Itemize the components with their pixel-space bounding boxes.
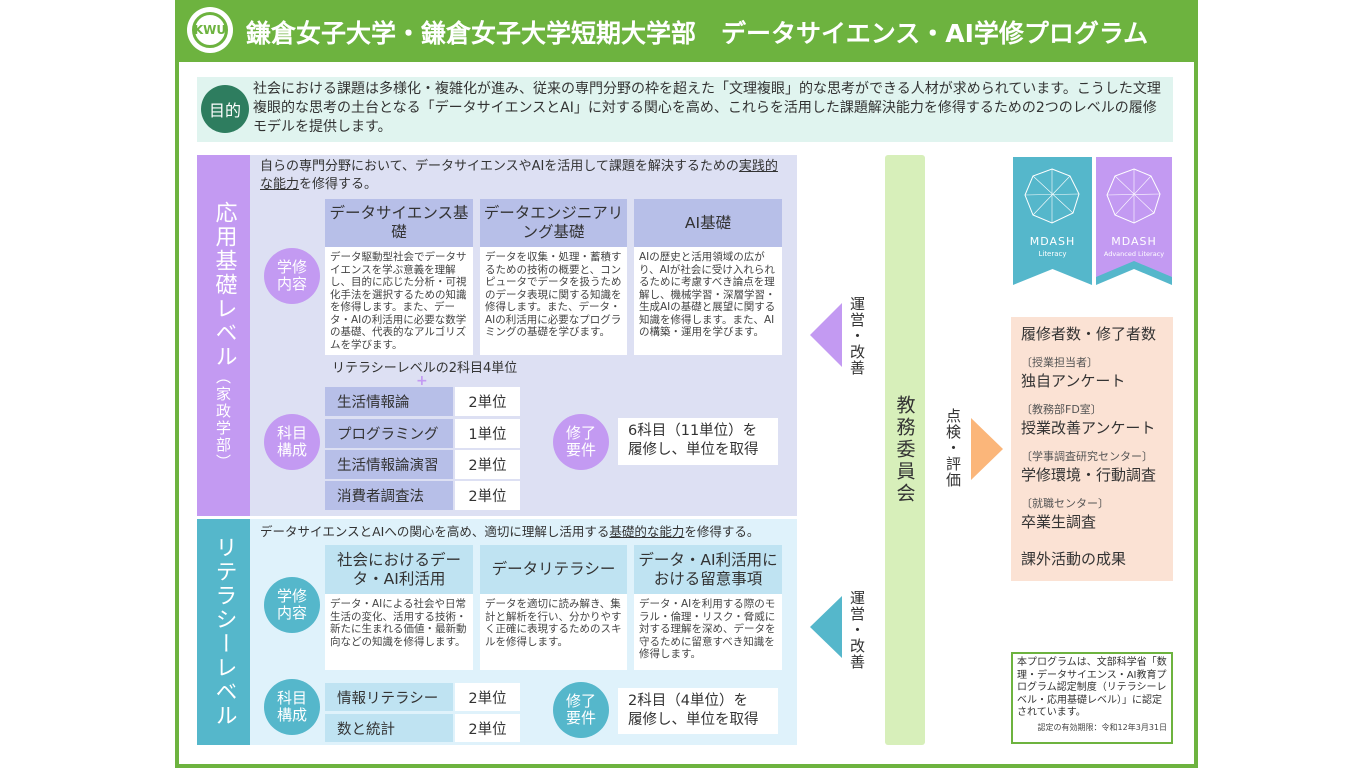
card-body: データ・AIによる社会や日常生活の変化、活用する技術・新たに生まれる価値・最新動…: [325, 594, 473, 670]
note-text: 本プログラムは、文部科学省「数理・データサイエンス・AI教育プログラム認定制度（…: [1017, 657, 1167, 718]
applied-requirement: 6科目（11単位）を履修し、単位を取得: [618, 418, 778, 465]
evaluation-item: 学修環境・行動調査: [1021, 466, 1157, 484]
card-body: AIの歴史と活用領域の広がり、AIが社会に受け入れられるために考慮すべき論点を理…: [634, 247, 782, 355]
evaluation-org: 〔学事調査研究センター〕: [1021, 450, 1153, 463]
applied-lead: 自らの専門分野において、データサイエンスやAIを活用して課題を解決するための実践…: [260, 159, 778, 192]
literacy-lead: データサイエンスとAIへの関心を高め、適切に理解し活用する基礎的な能力を修得する…: [260, 524, 760, 539]
applied-requirement-label: 修了要件: [553, 414, 609, 470]
subject-units: 2単位: [455, 714, 520, 742]
evaluation-org: 〔授業担当者〕: [1021, 356, 1098, 369]
subject-units: 2単位: [455, 481, 520, 510]
improve-arrow-purple-icon: [810, 303, 842, 367]
card-body: データ駆動型社会でデータサイエンスを学ぶ意義を理解し、目的に応じた分析・可視化手…: [325, 247, 473, 355]
mdash-advanced-badge: MDASH Advanced Literacy: [1096, 157, 1172, 285]
card-title: データリテラシー: [480, 545, 627, 594]
card-title: データエンジニアリング基礎: [480, 199, 627, 247]
page-title: 鎌倉女子大学・鎌倉女子大学短期大学部 データサイエンス・AI学修プログラム: [246, 19, 1149, 48]
card-title: データ・AI利活用における留意事項: [634, 545, 782, 594]
evaluation-org: 〔教務部FD室〕: [1021, 403, 1102, 416]
evaluation-item: 卒業生調査: [1021, 513, 1097, 531]
literacy-requirement: 2科目（4単位）を履修し、単位を取得: [618, 688, 778, 734]
committee-bar: 教務委員会: [885, 155, 925, 745]
improve-label-top: 運営・改善: [848, 296, 866, 376]
evaluation-item: 独自アンケート: [1021, 372, 1126, 390]
subject-units: 2単位: [455, 387, 520, 416]
subject-name: 数と統計: [325, 714, 453, 742]
subject-name: 消費者調査法: [325, 481, 453, 510]
plus-icon: +: [416, 373, 428, 389]
literacy-level-title: リテラシーレベル: [197, 519, 250, 745]
subject-name: 生活情報論: [325, 387, 453, 416]
committee-label: 教務委員会: [893, 395, 916, 505]
applied-content-label: 学修内容: [264, 248, 320, 304]
evaluate-label: 点検・評価: [944, 408, 962, 488]
card-title: AI基礎: [634, 199, 782, 247]
subject-name: プログラミング: [325, 419, 453, 448]
evaluation-item: 課外活動の成果: [1021, 550, 1127, 568]
purpose-label: 目的: [201, 85, 249, 133]
evaluate-arrow-icon: [971, 418, 1003, 480]
literacy-subjects-label: 科目構成: [264, 679, 320, 735]
literacy-content-label: 学修内容: [264, 577, 320, 633]
applied-level-title: 応用基礎レベル（家政学部）: [197, 155, 250, 516]
purpose-box: [197, 77, 1173, 142]
applied-subjects-label: 科目構成: [264, 414, 320, 470]
mdash-literacy-badge: MDASH Literacy: [1013, 157, 1092, 285]
evaluation-item: 授業改善アンケート: [1021, 419, 1156, 437]
subject-units: 1単位: [455, 419, 520, 448]
evaluation-org: 〔就職センター〕: [1021, 497, 1109, 510]
evaluation-item: 履修者数・修了者数: [1021, 325, 1157, 343]
subject-units: 2単位: [455, 450, 520, 479]
evaluation-list: 履修者数・修了者数 〔授業担当者〕 独自アンケート 〔教務部FD室〕 授業改善ア…: [1011, 317, 1173, 581]
card-body: データを適切に読み解き、集計と解析を行い、分かりやすく正確に表現するためのスキル…: [480, 594, 627, 670]
note-expiry: 認定の有効期限：令和12年3月31日: [1037, 722, 1167, 732]
card-body: データを収集・処理・蓄積するための技術の概要と、コンピュータでデータを扱うための…: [480, 247, 627, 355]
applied-dept: （家政学部）: [214, 368, 232, 471]
university-logo: KWU: [187, 7, 233, 53]
improve-label-bottom: 運営・改善: [848, 590, 866, 670]
prerequisite-note: リテラシーレベルの2科目4単位: [332, 361, 518, 376]
applied-title-text: 応用基礎レベル: [211, 200, 237, 369]
card-title: 社会におけるデータ・AI利活用: [325, 545, 473, 594]
subject-name: 生活情報論演習: [325, 450, 453, 479]
literacy-requirement-label: 修了要件: [553, 682, 609, 738]
purpose-text: 社会における課題は多様化・複雑化が進み、従来の専門分野の枠を超えた「文理複眼」的…: [253, 81, 1161, 135]
improve-arrow-teal-icon: [810, 596, 842, 658]
subject-name: 情報リテラシー: [325, 683, 453, 711]
subject-units: 2単位: [455, 683, 520, 711]
card-body: データ・AIを利用する際のモラル・倫理・リスク・脅威に対する理解を深め、データを…: [634, 594, 782, 670]
certification-note: 本プログラムは、文部科学省「数理・データサイエンス・AI教育プログラム認定制度（…: [1011, 652, 1173, 744]
card-title: データサイエンス基礎: [325, 199, 473, 247]
